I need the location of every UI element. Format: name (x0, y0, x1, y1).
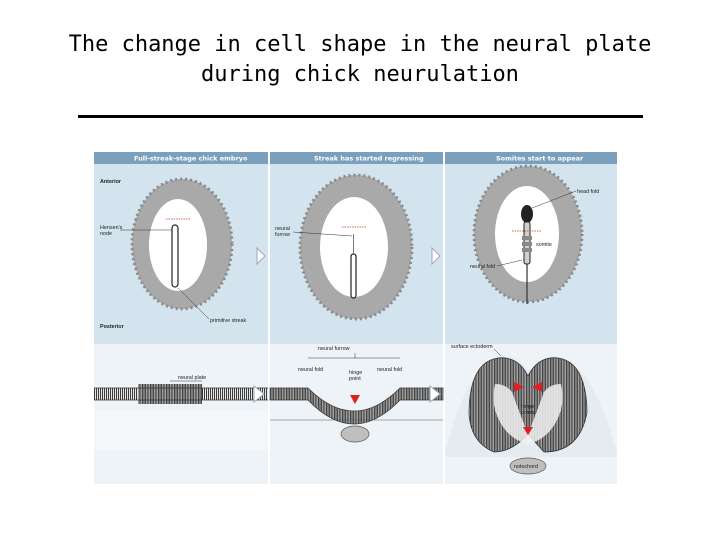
separator-2 (443, 152, 445, 484)
arrow-right-2 (431, 246, 441, 266)
title-line-2: during chick neurulation (201, 62, 519, 87)
label-neural-furrow-2: furrow (275, 232, 290, 238)
section-neural-furrow (269, 387, 444, 443)
label-head-fold: head fold (577, 189, 599, 195)
embryo-full-streak (130, 177, 234, 311)
embryo-regressing (298, 173, 414, 321)
panel-2-header (270, 152, 443, 164)
neurulation-figure: Full-streak-stage chick embryo Streak ha… (94, 152, 617, 484)
label-neural-plate: neural plate (178, 375, 206, 381)
notochord-section-2 (340, 425, 370, 443)
panel-2-heading: Streak has started regressing (314, 155, 424, 163)
arrow-right-1 (256, 246, 266, 266)
panel-1-heading: Full-streak-stage chick embryo (134, 155, 248, 163)
label-primitive-streak: primitive streak (210, 318, 247, 324)
section-neural-plate (94, 384, 268, 450)
label-neural-furrow: neural furrow (318, 346, 350, 352)
hinge-point-arrow (350, 395, 360, 404)
label-hinge-points-1: hinge (521, 404, 534, 410)
label-surface-ectoderm: surface ectoderm (451, 344, 493, 350)
label-neural-fold-left: neural fold (298, 367, 323, 373)
label-hinge-points-2: points (521, 410, 536, 416)
title-divider (78, 115, 643, 118)
section-neural-folds (445, 356, 617, 475)
label-notochord: notochord (514, 464, 538, 470)
label-anterior: Anterior (100, 179, 122, 185)
panel-3-heading: Somites start to appear (496, 155, 584, 163)
neurulation-diagram: Full-streak-stage chick embryo Streak ha… (94, 152, 617, 484)
primitive-streak (171, 224, 179, 288)
hinge-arrow-bottom (523, 427, 533, 435)
label-neural-furrow-1: neural (275, 226, 290, 232)
label-hensens-node-1: Hensen's (100, 225, 123, 231)
label-hinge-point-2: point (349, 376, 361, 382)
title-line-1: The change in cell shape in the neural p… (68, 32, 652, 57)
label-hensens-node-2: node (100, 231, 112, 237)
label-somite: somite (536, 242, 552, 248)
arrow-right-4 (429, 384, 441, 404)
panel-1-header (94, 152, 268, 164)
separator-1 (268, 152, 270, 484)
panel-3-header (445, 152, 617, 164)
notochord-shape (509, 457, 547, 475)
label-neural-fold-right: neural fold (377, 367, 402, 373)
slide-title: The change in cell shape in the neural p… (40, 30, 680, 90)
hinge-arrow-right (532, 382, 542, 392)
label-posterior: Posterior (100, 324, 125, 330)
embryo-somites (472, 164, 584, 304)
label-hinge-point-1: hinge (349, 370, 362, 376)
label-neural-fold: neural fold (470, 264, 495, 270)
hinge-arrow-left (514, 382, 524, 392)
arrow-right-3 (253, 384, 265, 404)
